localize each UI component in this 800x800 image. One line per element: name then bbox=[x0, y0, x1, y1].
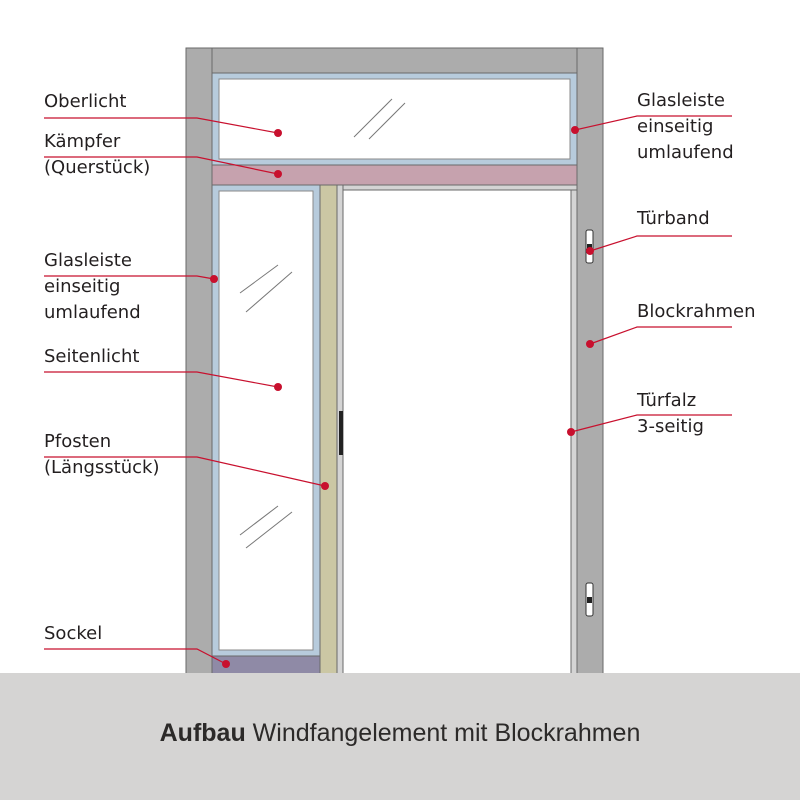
leader-tuerfalz bbox=[570, 414, 732, 433]
kaempfer-bar bbox=[211, 164, 578, 186]
frame-left-jamb bbox=[185, 47, 213, 673]
dot-blockrahmen bbox=[586, 340, 594, 348]
blockrahmen-frame bbox=[185, 47, 604, 673]
leader-pfosten bbox=[44, 456, 326, 487]
dot-pfosten bbox=[321, 482, 329, 490]
label-tuerfalz: Türfalz 3-seitig bbox=[637, 390, 704, 437]
oberlicht-glass-reflection-icon bbox=[353, 98, 406, 140]
leader-lines bbox=[44, 115, 732, 665]
label-sockel: Sockel bbox=[44, 623, 103, 644]
caption-rest: Windfangelement mit Blockrahmen bbox=[245, 719, 641, 747]
dot-glasleiste-left bbox=[210, 275, 218, 283]
label-blockrahmen: Blockrahmen bbox=[637, 301, 756, 322]
label-seitenlicht: Seitenlicht bbox=[44, 346, 140, 367]
frame-top bbox=[185, 47, 604, 74]
leader-kaempfer bbox=[44, 156, 279, 175]
frame-right-jamb bbox=[576, 47, 604, 673]
dot-seitenlicht bbox=[274, 383, 282, 391]
dot-kaempfer bbox=[274, 170, 282, 178]
dot-tuerband bbox=[586, 247, 594, 255]
caption-bold: Aufbau bbox=[159, 719, 246, 747]
dot-sockel bbox=[222, 660, 230, 668]
dot-glasleiste-right bbox=[571, 126, 579, 134]
leader-sockel bbox=[44, 648, 227, 665]
door-handle-icon bbox=[339, 411, 343, 455]
leader-dots bbox=[210, 126, 594, 668]
oberlicht-pane bbox=[211, 72, 578, 166]
dot-tuerfalz bbox=[567, 428, 575, 436]
label-pfosten: Pfosten (Längsstück) bbox=[44, 431, 160, 478]
hinge-bottom-icon bbox=[585, 582, 594, 617]
leader-glasleiste-left bbox=[44, 275, 215, 280]
dot-oberlicht bbox=[274, 129, 282, 137]
oberlicht-glass bbox=[218, 78, 571, 160]
leader-blockrahmen bbox=[589, 326, 732, 345]
label-oberlicht: Oberlicht bbox=[44, 91, 127, 112]
label-glasleiste-right: Glasleiste einseitig umlaufend bbox=[637, 90, 734, 163]
caption-title: Aufbau Windfangelement mit Blockrahmen bbox=[0, 717, 800, 749]
label-tuerband: Türband bbox=[637, 208, 710, 229]
tuerfalz-top bbox=[336, 184, 578, 191]
door-diagram bbox=[44, 47, 732, 673]
label-kaempfer: Kämpfer (Querstück) bbox=[44, 131, 151, 178]
seitenlicht-glass bbox=[218, 190, 314, 651]
tuerfalz-rebate bbox=[336, 184, 578, 673]
leader-oberlicht bbox=[44, 117, 279, 134]
leader-glasleiste-right bbox=[574, 115, 732, 131]
leader-tuerband bbox=[589, 235, 732, 252]
leader-seitenlicht bbox=[44, 371, 279, 388]
pfosten-bar bbox=[319, 184, 338, 673]
seitenlicht-glass-reflection-icon bbox=[239, 264, 293, 549]
seitenlicht-pane bbox=[211, 184, 321, 657]
caption-bar: Aufbau Windfangelement mit Blockrahmen bbox=[0, 673, 800, 800]
hinge-top-icon bbox=[585, 229, 594, 264]
label-glasleiste-left: Glasleiste einseitig umlaufend bbox=[44, 250, 141, 323]
